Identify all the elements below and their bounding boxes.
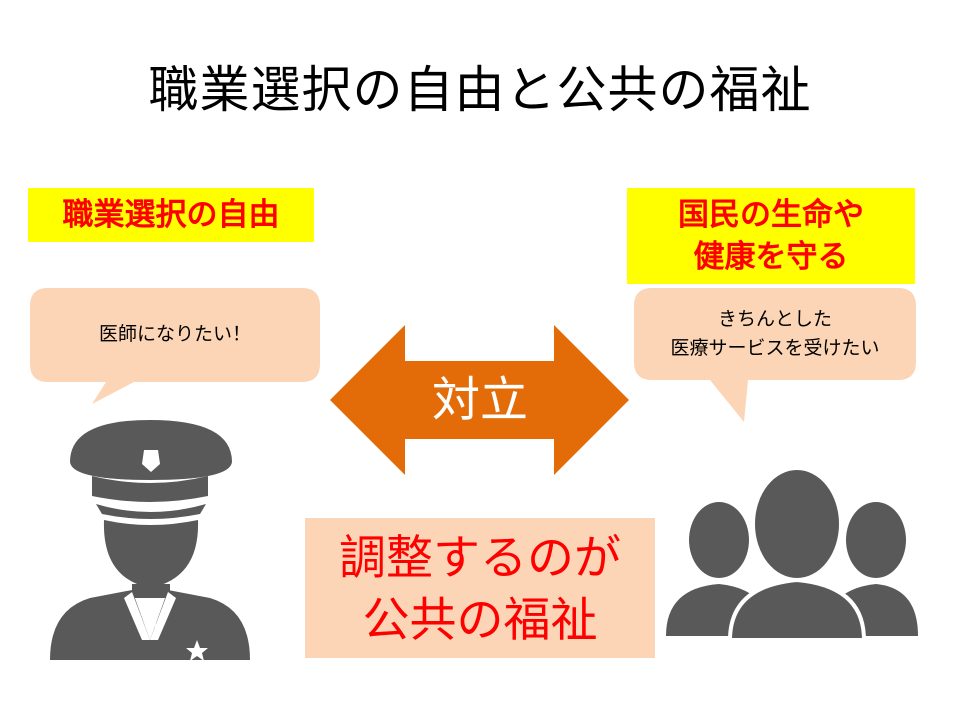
left-speech-text: 医師になりたい！ [30, 320, 320, 349]
right-label-line: 健康を守る [693, 239, 849, 275]
conflict-double-arrow [330, 325, 629, 475]
left-label-box: 職業選択の自由 [28, 188, 314, 242]
people-group-icon [666, 466, 918, 642]
police-officer-icon [50, 420, 250, 661]
conclusion-line: 調整するのが [339, 531, 621, 586]
right-speech-line: きちんとした [717, 308, 832, 330]
conclusion-line: 公共の福祉 [362, 593, 598, 648]
right-label-line: 国民の生命や [678, 197, 864, 233]
left-speech-bubble [30, 288, 320, 404]
page-title: 職業選択の自由と公共の福祉 [148, 61, 812, 119]
conclusion-box: 調整するのが 公共の福祉 [305, 518, 655, 658]
right-label-box: 国民の生命や 健康を守る [627, 188, 915, 284]
right-speech-text: きちんとした 医療サービスを受けたい [634, 305, 916, 363]
right-speech-bubble [634, 288, 916, 422]
conflict-label: 対立 [431, 372, 528, 428]
left-speech-line: 医師になりたい！ [98, 323, 251, 345]
right-speech-line: 医療サービスを受けたい [670, 337, 880, 359]
